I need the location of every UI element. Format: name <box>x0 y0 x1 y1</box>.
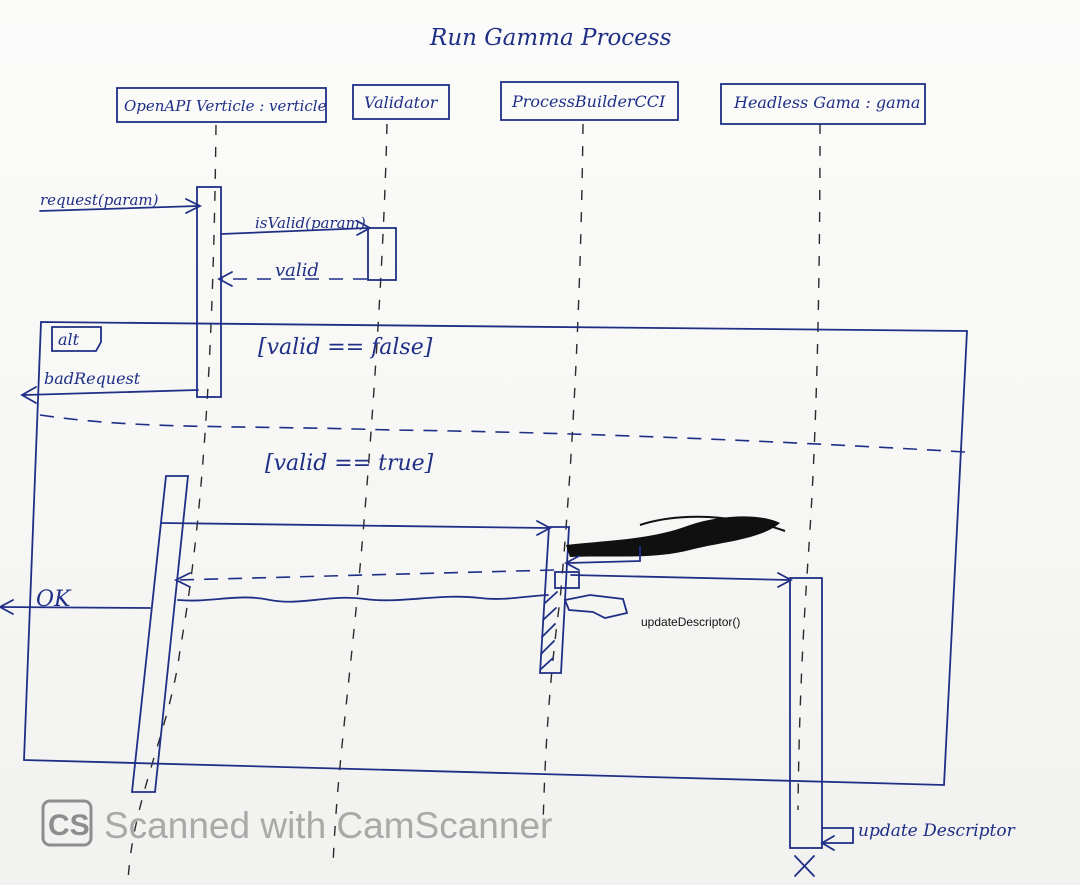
callout-arrow-shape <box>563 594 629 619</box>
message-ok-arrowhead <box>0 599 14 615</box>
message-ok-dashed-arrowhead <box>173 572 191 588</box>
guard-true: [valid == true] <box>265 451 434 476</box>
camscanner-watermark: CS Scanned with CamScanner <box>41 799 552 847</box>
camscanner-text: Scanned with CamScanner <box>104 805 552 846</box>
message-badrequest-label: badRequest <box>44 369 141 388</box>
typed-update-descriptor-label: updateDescriptor() <box>641 615 740 629</box>
participant-verticle: OpenAPI Verticle : verticle <box>116 87 327 123</box>
scribble-redaction <box>566 516 780 557</box>
message-update-descriptor-arrow <box>570 574 791 581</box>
alt-label-box <box>51 326 102 352</box>
participant-builder-label: ProcessBuilderCCI <box>511 92 666 111</box>
activation-builder <box>539 526 570 674</box>
lifeline-validator <box>332 123 388 867</box>
alt-fragment-frame <box>23 321 968 786</box>
builder-call-box <box>554 571 580 589</box>
scribble-ink-marks <box>639 515 786 532</box>
scribble-arrowhead <box>564 555 580 571</box>
message-ok-label: OK <box>36 587 72 612</box>
message-isvalid-arrow <box>220 227 369 235</box>
message-badrequest-arrowhead <box>20 386 37 404</box>
message-update-descriptor-arrowhead <box>777 572 793 588</box>
participant-verticle-label: OpenAPI Verticle : verticle <box>124 97 327 115</box>
message-call-builder-arrow <box>161 522 549 529</box>
message-ok-dashed-return <box>177 569 555 581</box>
participant-validator: Validator <box>352 84 450 120</box>
activation-verticle-1 <box>196 186 222 398</box>
lifeline-builder <box>542 123 584 826</box>
alt-separator <box>39 414 966 453</box>
message-isvalid-arrowhead <box>356 220 372 236</box>
message-ok-arrow <box>0 606 151 609</box>
message-valid-label: valid <box>275 260 319 281</box>
message-isvalid-label: isValid(param) <box>255 214 366 232</box>
camscanner-logo: CS <box>48 809 90 842</box>
participant-builder: ProcessBuilderCCI <box>500 81 679 121</box>
diagram-title: Run Gamma Process <box>429 25 672 51</box>
self-call-update-descriptor <box>821 827 854 844</box>
lifeline-verticle <box>127 124 217 883</box>
message-request-label: request(param) <box>40 191 159 209</box>
destroy-marker <box>794 855 815 877</box>
message-call-builder-arrowhead <box>536 520 552 536</box>
activation-validator <box>367 227 397 281</box>
alt-label: alt <box>58 330 80 349</box>
message-valid-return-arrowhead <box>217 271 233 287</box>
activation-verticle-2 <box>130 475 189 793</box>
builder-activation-hatch <box>540 591 558 670</box>
self-call-label: update Descriptor <box>858 821 1016 841</box>
scribble-arrow <box>567 546 641 564</box>
activation-headless <box>789 577 823 849</box>
participant-headless: Headless Gama : gama <box>720 83 926 125</box>
message-badrequest-arrow <box>23 389 199 396</box>
lifeline-headless <box>797 123 821 811</box>
message-request-arrow <box>39 205 199 212</box>
participant-headless-label: Headless Gama : gama <box>733 93 920 112</box>
message-request-arrowhead <box>185 198 203 214</box>
scribble-wave <box>177 594 549 603</box>
camscanner-logo-box <box>41 799 93 847</box>
participant-validator-label: Validator <box>364 93 439 112</box>
self-call-arrowhead <box>820 835 835 851</box>
guard-false: [valid == false] <box>258 335 433 360</box>
